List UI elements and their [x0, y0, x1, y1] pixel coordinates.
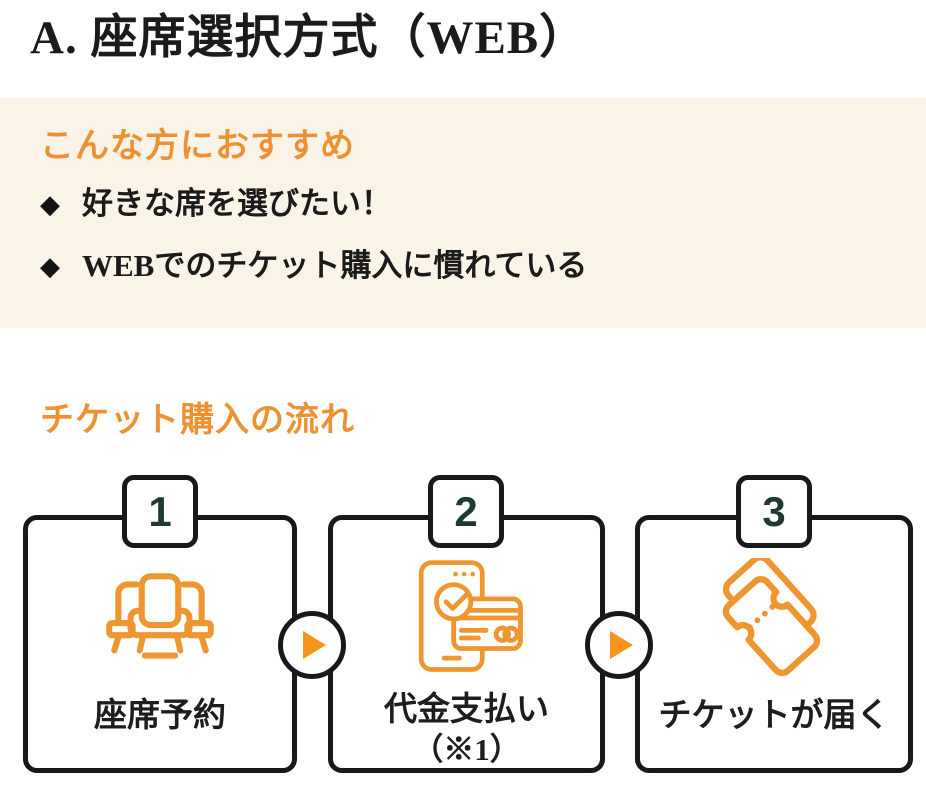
diamond-bullet-icon: ◆ — [40, 189, 60, 219]
step-label: 座席予約 — [94, 698, 226, 734]
right-arrow-icon — [278, 611, 346, 679]
list-item: ◆ 好きな席を選びたい！ — [40, 184, 587, 224]
bullet-text: WEBでのチケット購入に慣れている — [82, 248, 588, 283]
step-number-badge: 1 — [122, 475, 198, 548]
seats-icon — [94, 554, 226, 688]
step-label: チケットが届く — [658, 698, 890, 734]
step-number: 3 — [762, 487, 786, 535]
step-number: 2 — [454, 487, 478, 535]
step-box-ticket-delivery: チケットが届く — [635, 515, 913, 773]
payment-icon — [404, 554, 530, 682]
recommend-bullet-list: ◆ 好きな席を選びたい！ ◆ WEBでのチケット購入に慣れている — [40, 184, 587, 286]
ticket-icon — [711, 554, 837, 688]
recommend-panel: こんな方におすすめ ◆ 好きな席を選びたい！ ◆ WEBでのチケット購入に慣れて… — [0, 98, 926, 328]
step-box-seat-reservation: 座席予約 — [23, 515, 297, 773]
step-note: （※1） — [412, 731, 521, 767]
step-label: 代金支払い — [384, 691, 549, 728]
list-item: ◆ WEBでのチケット購入に慣れている — [40, 246, 587, 286]
step-box-payment: 代金支払い （※1） — [328, 515, 605, 773]
right-arrow-icon — [585, 611, 653, 679]
diamond-bullet-icon: ◆ — [40, 251, 60, 281]
bullet-text: 好きな席を選びたい！ — [82, 186, 392, 221]
flow-heading: チケット購入の流れ — [40, 401, 355, 439]
step-number: 1 — [148, 487, 172, 535]
step-number-badge: 2 — [428, 475, 504, 548]
recommend-heading: こんな方におすすめ — [40, 127, 355, 165]
page-title: A. 座席選択方式（WEB） — [30, 12, 588, 64]
step-number-badge: 3 — [736, 475, 812, 548]
